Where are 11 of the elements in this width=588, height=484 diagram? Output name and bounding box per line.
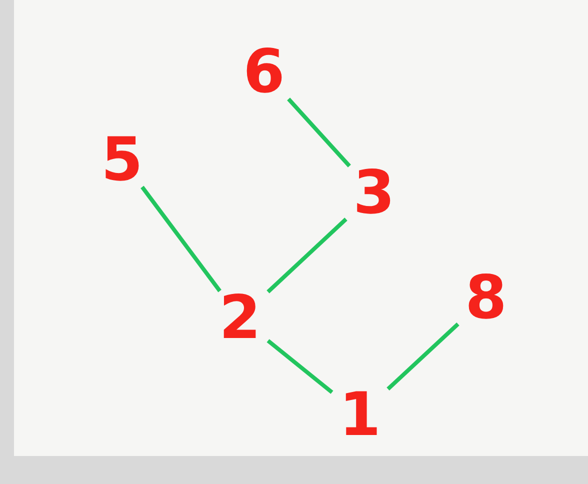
node-number: 2 [219, 288, 261, 348]
tree-edge [140, 186, 222, 292]
tree-edge [266, 218, 348, 294]
tree-edge [266, 339, 334, 394]
node-number: 1 [339, 385, 381, 445]
tree-edge [287, 98, 351, 168]
node-number: 6 [243, 42, 285, 102]
node-number: 8 [465, 268, 507, 328]
tree-edge [386, 322, 460, 390]
node-number: 3 [353, 163, 395, 223]
node-number: 5 [101, 130, 143, 190]
